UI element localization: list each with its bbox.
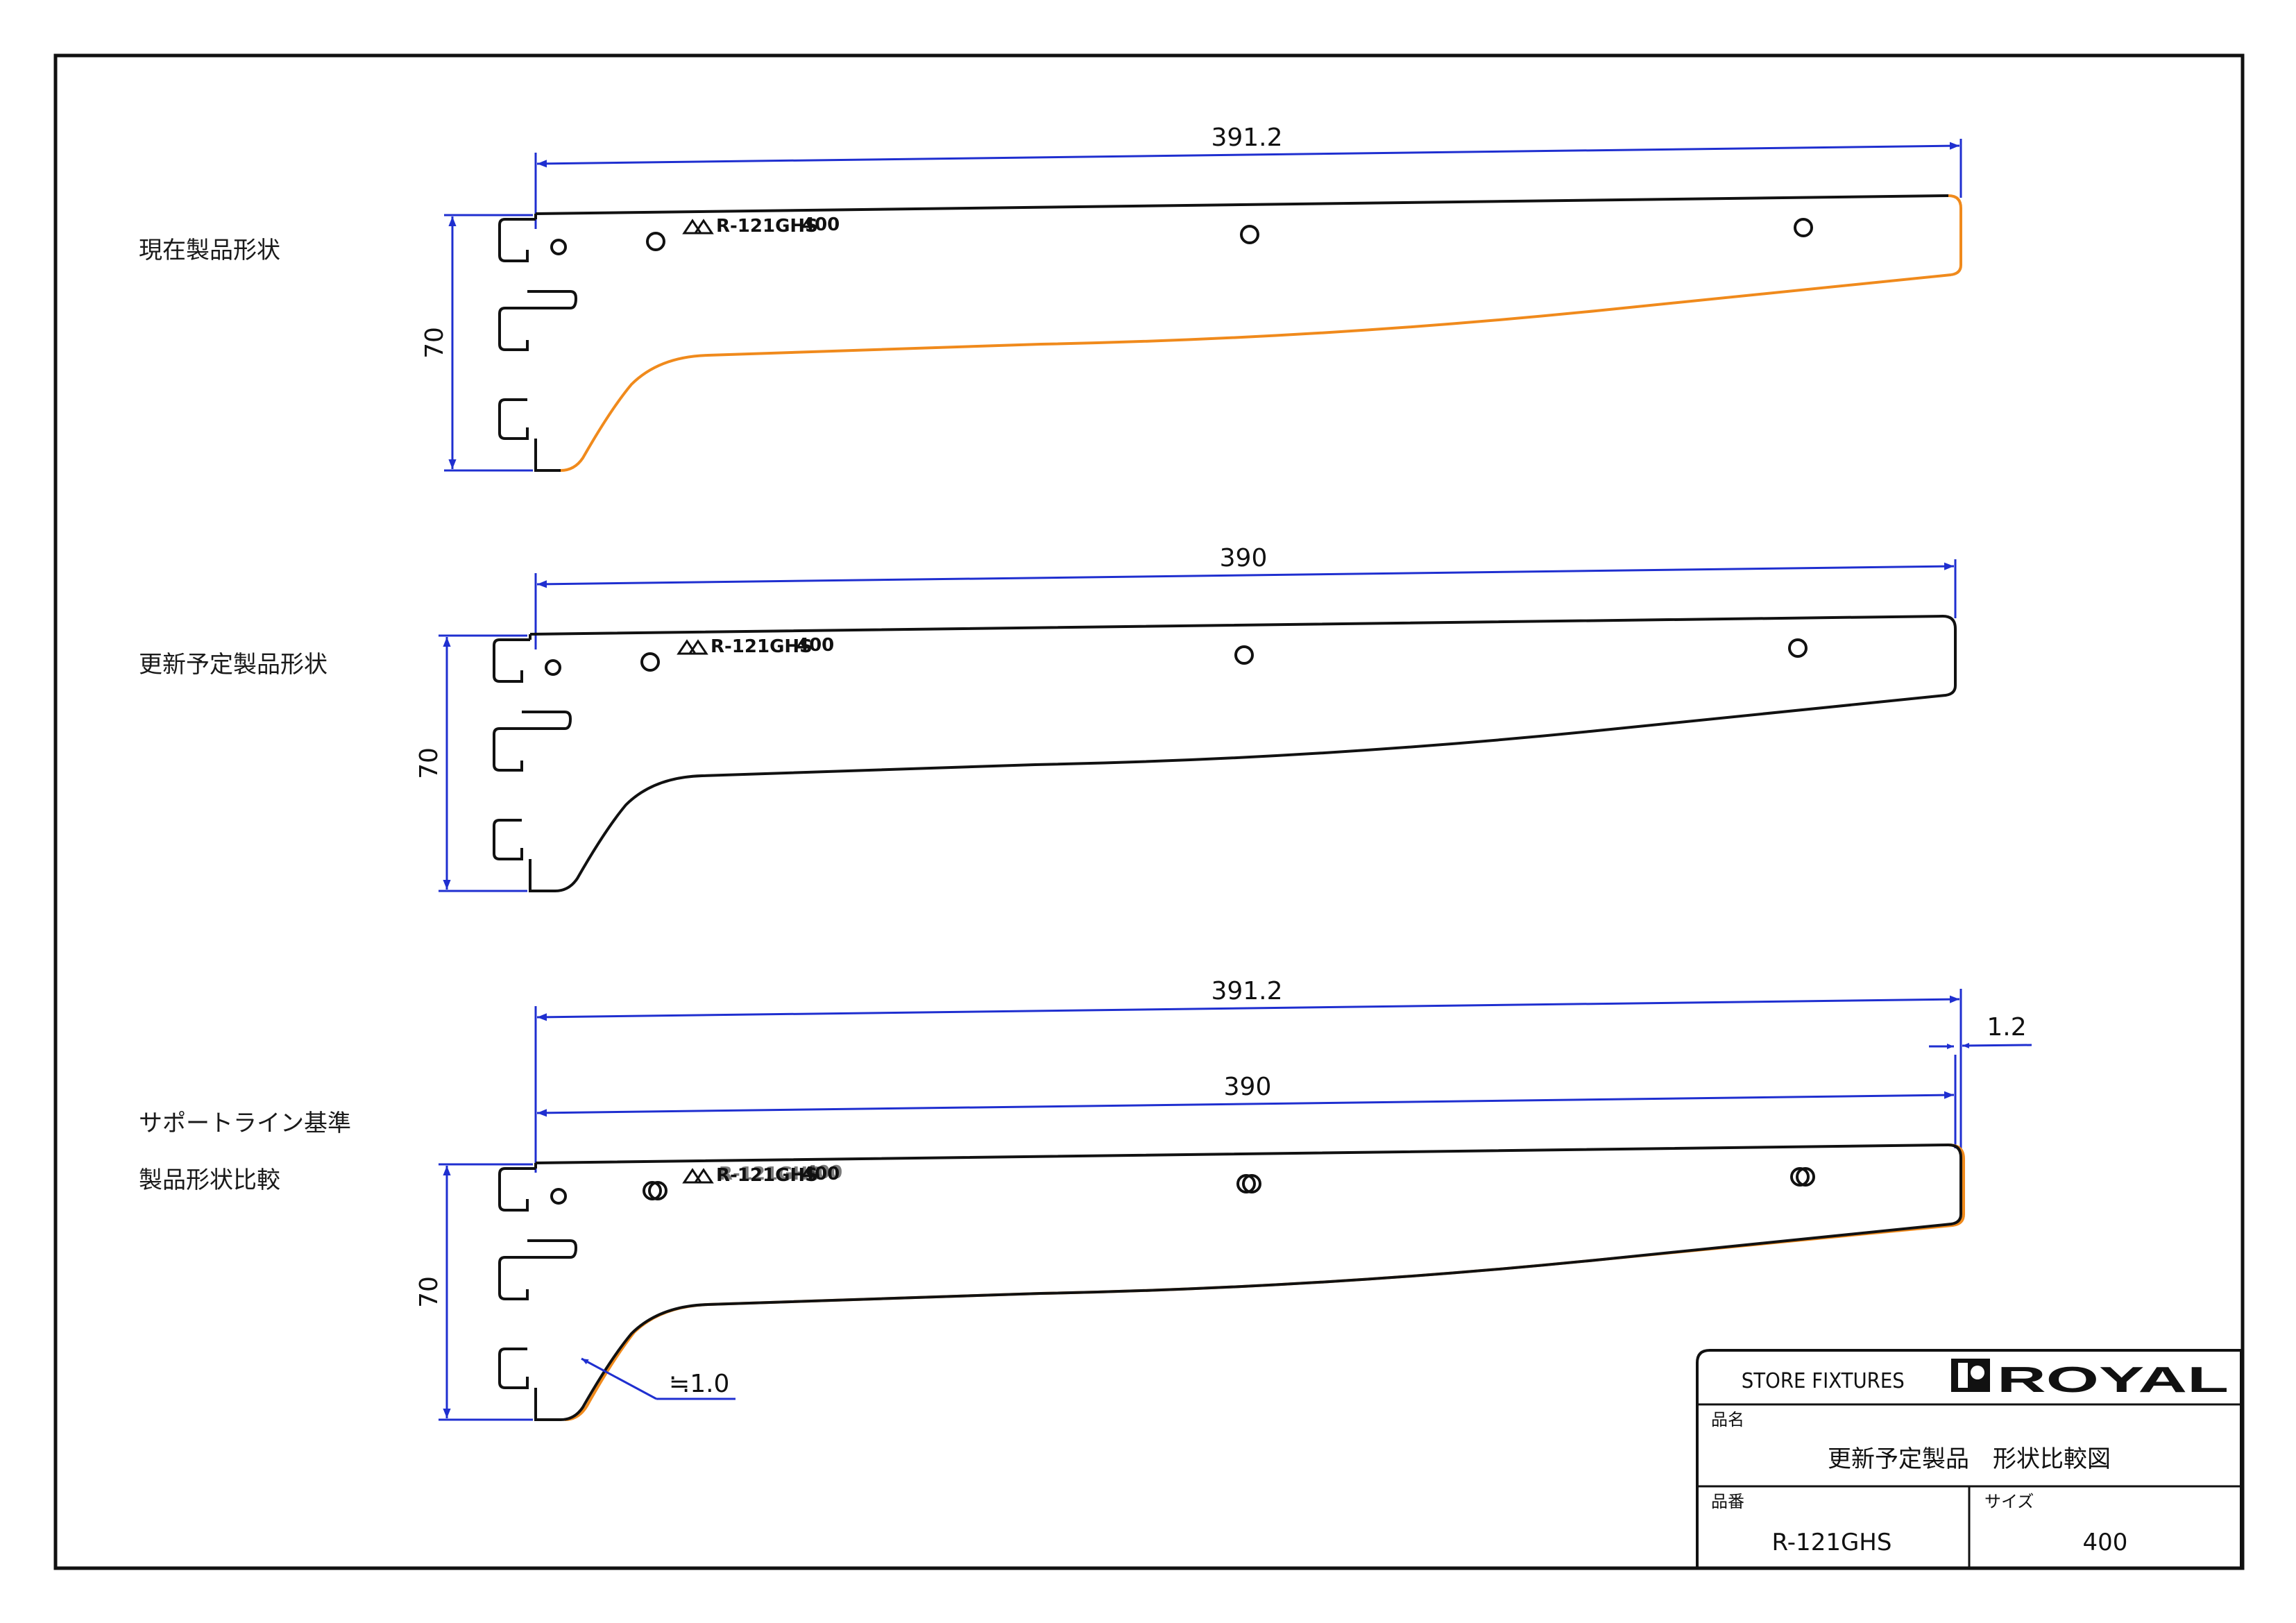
stamp-size-ghost: 400 xyxy=(805,1162,842,1183)
bracket-foot-edge xyxy=(534,439,561,472)
size-value: 400 xyxy=(2083,1529,2128,1556)
mount-hole xyxy=(646,232,665,251)
bracket-outline xyxy=(529,614,1957,892)
company-tagline: STORE FIXTURES xyxy=(1742,1368,1905,1393)
mount-hole xyxy=(1794,218,1813,237)
planned-shape-outline xyxy=(534,1143,1962,1421)
stamp-part-number: R-121GHS xyxy=(711,636,813,657)
stamp-size: 400 xyxy=(802,214,840,235)
mount-hole xyxy=(550,1188,567,1205)
brand-stamp-mark xyxy=(682,1168,714,1184)
curve-offset-value: ≒1.0 xyxy=(669,1370,729,1398)
height-dimension-value: 70 xyxy=(415,1276,443,1308)
title-block-frame xyxy=(1696,1349,2243,1567)
inner-length-dimension-value: 390 xyxy=(1224,1073,1272,1101)
section-label-comparison-line2: 製品形状比較 xyxy=(139,1166,280,1194)
bracket-top-edge xyxy=(535,194,1949,215)
curve-offset-leader xyxy=(581,1357,657,1400)
section-current-shape: 391.2 70 R-121GHS 400 xyxy=(420,124,1962,472)
bracket-underside-highlight xyxy=(560,273,1952,472)
mount-hole xyxy=(1788,638,1808,658)
product-name-value: 更新予定製品 形状比較図 xyxy=(1828,1445,2111,1473)
stamp-size: 400 xyxy=(797,635,834,656)
length-dimension-value: 391.2 xyxy=(1211,124,1282,152)
royal-logo: ROYAL xyxy=(1951,1359,2229,1400)
offset-dimension-line-right xyxy=(1962,1042,2032,1048)
length-dimension-line xyxy=(536,562,1955,588)
outer-length-dimension-value: 391.2 xyxy=(1211,977,1282,1005)
mount-hole xyxy=(550,239,567,255)
length-dimension-line xyxy=(536,142,1960,168)
mount-hole xyxy=(1796,1167,1815,1187)
stamp-size: 400 xyxy=(802,1164,840,1184)
mount-hole xyxy=(640,652,660,672)
product-name-label: 品名 xyxy=(1711,1410,1744,1429)
section-planned-shape: 390 70 R-121GHS 400 xyxy=(415,544,1957,892)
height-dimension-value: 70 xyxy=(415,747,443,779)
mount-hole xyxy=(1234,645,1254,665)
royal-logo-text: ROYAL xyxy=(1997,1360,2229,1400)
mount-hole xyxy=(1236,1174,1256,1193)
drawing-frame xyxy=(53,53,2245,1570)
section-label-current: 現在製品形状 xyxy=(139,237,280,264)
mount-hole xyxy=(1240,225,1259,244)
height-dimension-value: 70 xyxy=(420,327,449,359)
section-label-planned: 更新予定製品形状 xyxy=(139,651,328,679)
brand-stamp-mark xyxy=(682,219,714,235)
mount-hole xyxy=(1790,1167,1810,1187)
section-label-comparison-line1: サポートライン基準 xyxy=(139,1110,351,1137)
part-number-label: 品番 xyxy=(1711,1492,1744,1511)
size-label: サイズ xyxy=(1984,1492,2034,1511)
outer-length-dimension-line xyxy=(536,995,1960,1021)
title-block: STORE FIXTURES ROYAL 品名 更新予定製品 形状比較図 品番 … xyxy=(1696,1349,2243,1567)
part-number-value: R-121GHS xyxy=(1772,1529,1892,1556)
royal-logo-mark xyxy=(1951,1359,1990,1392)
stamp-part-number: R-121GHS xyxy=(716,216,818,237)
mount-hole xyxy=(643,1181,662,1200)
offset-dimension-value: 1.2 xyxy=(1987,1013,2026,1042)
stamp-part-number-ghost: R-121GHS xyxy=(719,1164,821,1184)
length-dimension-value: 390 xyxy=(1220,544,1268,572)
mount-hole xyxy=(545,659,561,676)
brand-stamp-mark xyxy=(677,639,708,655)
bracket-tip-highlight xyxy=(1948,194,1962,276)
mount-hole xyxy=(648,1181,667,1200)
inner-length-dimension-line xyxy=(536,1091,1955,1117)
section-overlay-comparison: 391.2 390 1.2 70 ≒1.0 xyxy=(415,977,2032,1421)
mount-hole xyxy=(1242,1174,1261,1193)
stamp-part-number: R-121GHS xyxy=(716,1165,818,1186)
